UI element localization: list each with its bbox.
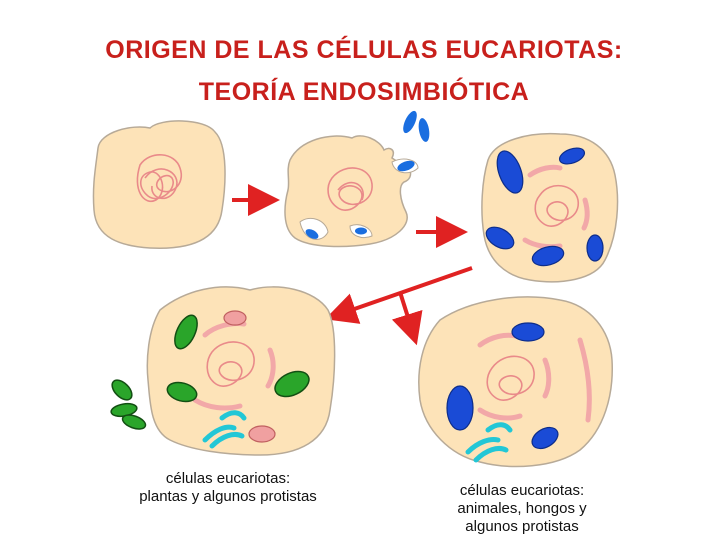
nucleus-dna-4 (206, 341, 255, 387)
caption-animal-cells: células eucariotas: animales, hongos y a… (432, 482, 612, 536)
golgi-5 (465, 422, 513, 463)
arrows (232, 184, 473, 346)
chloroplasts-4 (110, 314, 310, 430)
nucleus-dna-5 (486, 355, 535, 401)
nucleus-dna-3 (534, 184, 579, 227)
free-bacteria (403, 110, 430, 142)
mitochondria-5 (446, 322, 559, 450)
cell-5-animal (418, 296, 613, 468)
caption-right-line-2: animales, hongos y (457, 500, 587, 517)
caption-plant-cells: células eucariotas: plantas y algunos pr… (108, 470, 348, 506)
page-title-line-1: ORIGEN DE LAS CÉLULAS EUCARIOTAS: (105, 36, 623, 64)
arrow-to-animal-cell (391, 291, 423, 346)
caption-left-line-2: plantas y algunos protistas (139, 488, 317, 505)
nucleus-dna-1 (136, 154, 183, 203)
mitochondria-3 (485, 147, 604, 267)
cell-3-with-mitochondria (481, 132, 619, 283)
mitochondria-4 (223, 310, 276, 443)
caption-left-line-1: células eucariotas: (165, 470, 291, 487)
nucleus-dna-2 (327, 167, 373, 211)
cell-1-ancestor (92, 120, 226, 249)
golgi-4 (202, 410, 247, 449)
arrow-to-plant-cell (324, 266, 473, 324)
caption-right-line-3: algunos protistas (465, 518, 579, 535)
cell-2-engulfing (284, 135, 419, 248)
cell-4-plant (110, 286, 336, 456)
page-title-line-2: TEORÍA ENDOSIMBIÓTICA (198, 78, 530, 106)
caption-right-line-1: células eucariotas: (459, 482, 585, 499)
